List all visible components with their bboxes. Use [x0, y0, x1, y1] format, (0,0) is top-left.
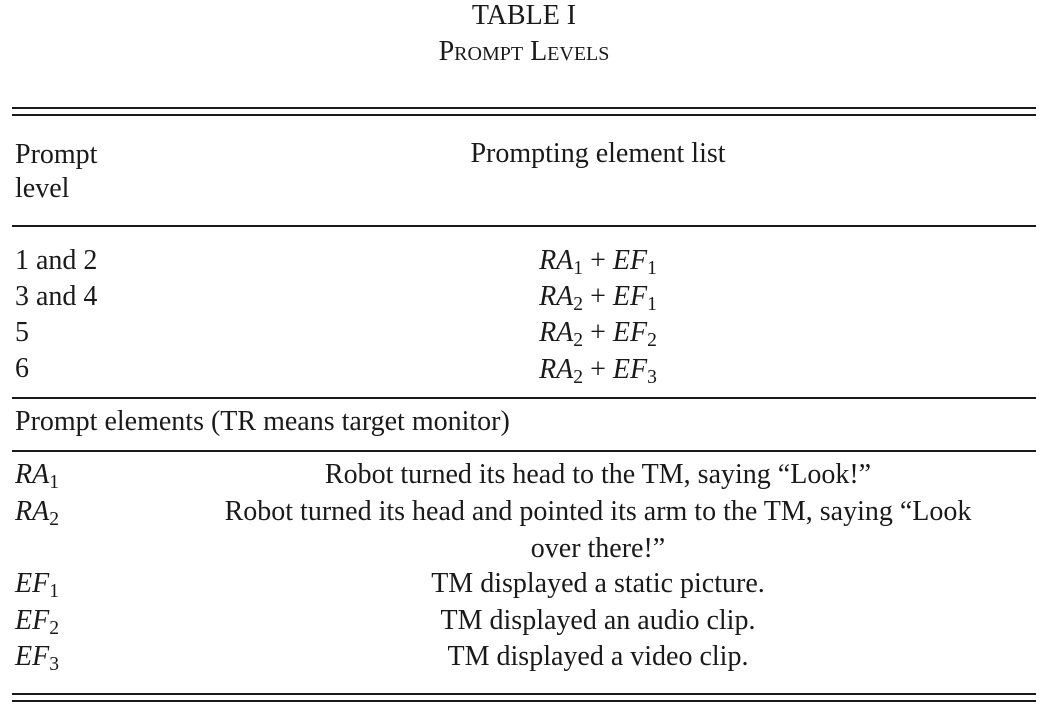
level-label-3: 6 [15, 353, 29, 384]
element-symbol-4: EF3 [15, 641, 60, 675]
header-prompt-level-line1: Prompt [15, 139, 98, 170]
header-rule [12, 225, 1036, 227]
header-element-list: Prompting element list [470, 138, 726, 169]
levels-rule [12, 397, 1036, 399]
level-formula-0: RA1 + EF1 [539, 245, 657, 279]
element-symbol-0: RA1 [15, 459, 60, 493]
element-desc-1-line2: over there!” [530, 533, 666, 564]
top-rule-1 [12, 107, 1036, 109]
section-rule [12, 450, 1036, 452]
table-label: TABLE I [471, 0, 577, 31]
level-formula-1: RA2 + EF1 [539, 281, 657, 315]
level-formula-2: RA2 + EF2 [539, 317, 657, 351]
table-title: Prompt Levels [438, 36, 610, 67]
element-desc-2: TM displayed a static picture. [431, 568, 765, 599]
element-symbol-3: EF2 [15, 605, 60, 639]
level-label-2: 5 [15, 317, 29, 348]
element-desc-4: TM displayed a video clip. [447, 641, 749, 672]
header-prompt-level-line2: level [15, 173, 70, 204]
section-title: Prompt elements (TR means target monitor… [15, 406, 510, 437]
element-symbol-1: RA2 [15, 496, 60, 530]
bottom-rule-1 [12, 693, 1036, 695]
element-desc-0: Robot turned its head to the TM, saying … [324, 459, 872, 490]
element-desc-3: TM displayed an audio clip. [440, 605, 756, 636]
top-rule-2 [12, 114, 1036, 116]
element-symbol-2: EF1 [15, 568, 60, 602]
level-label-1: 3 and 4 [15, 281, 98, 312]
level-formula-3: RA2 + EF3 [539, 354, 657, 388]
level-label-0: 1 and 2 [15, 245, 98, 276]
element-desc-1-line1: Robot turned its head and pointed its ar… [224, 496, 972, 527]
bottom-rule-2 [12, 700, 1036, 702]
